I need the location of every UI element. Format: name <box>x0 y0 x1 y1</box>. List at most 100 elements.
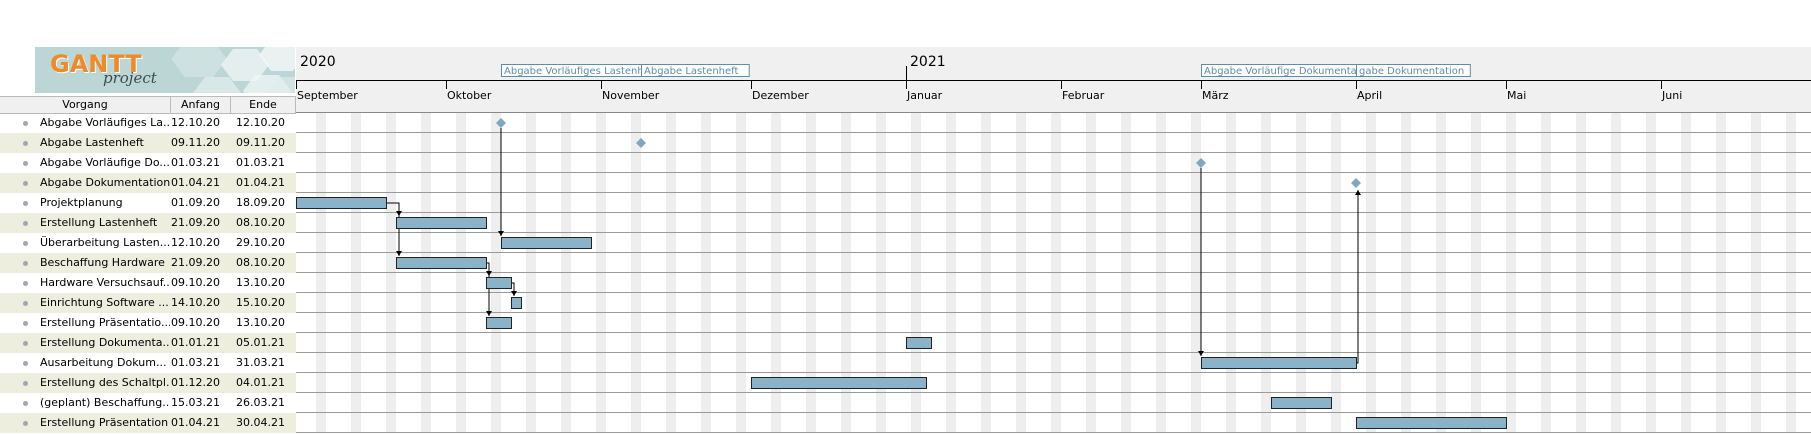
logo-hexagon-pattern <box>171 47 295 93</box>
task-bar[interactable] <box>1271 397 1332 409</box>
ganttproject-logo: GANTT project <box>35 47 295 93</box>
task-name-cell: Beschaffung Hardware <box>40 256 165 269</box>
milestone-header-label: Abgabe Lastenheft <box>644 66 738 77</box>
dependency-arrowhead-icon <box>498 231 504 236</box>
task-bullet-icon <box>23 261 28 266</box>
task-name-cell: Abgabe Vorläufiges La... <box>40 116 170 129</box>
month-label: November <box>602 89 660 102</box>
task-bullet-icon <box>23 361 28 366</box>
milestone-diamond[interactable] <box>1196 158 1206 168</box>
task-start-cell: 09.11.20 <box>171 136 220 149</box>
task-end-cell: 29.10.20 <box>236 236 285 249</box>
column-header-task[interactable]: Vorgang <box>0 97 171 113</box>
dependency-arrowhead-icon <box>486 311 492 316</box>
task-start-cell: 21.09.20 <box>171 216 220 229</box>
task-bar[interactable] <box>486 317 512 329</box>
task-bar[interactable] <box>396 257 487 269</box>
task-start-cell: 15.03.21 <box>171 396 220 409</box>
task-end-cell: 30.04.21 <box>236 416 285 429</box>
task-bullet-icon <box>23 221 28 226</box>
task-bullet-icon <box>23 141 28 146</box>
dependency-arrowhead-icon <box>396 251 402 256</box>
task-start-cell: 01.09.20 <box>171 196 220 209</box>
month-label: April <box>1357 89 1382 102</box>
month-label: Februar <box>1062 89 1105 102</box>
dependency-arrowhead-icon <box>1198 351 1204 356</box>
task-table-panel: GANTT project Vorgang Anfang Ende Abgabe… <box>0 0 296 434</box>
dependency-arrow <box>1356 190 1359 364</box>
task-bullet-icon <box>23 341 28 346</box>
task-name-cell: Abgabe Lastenheft <box>40 136 144 149</box>
logo-gantt-text: GANTT <box>50 50 142 78</box>
task-end-cell: 04.01.21 <box>236 376 285 389</box>
task-end-cell: 31.03.21 <box>236 356 285 369</box>
task-start-cell: 01.04.21 <box>171 176 220 189</box>
task-end-cell: 12.10.20 <box>236 116 285 129</box>
task-bullet-icon <box>23 381 28 386</box>
task-end-cell: 13.10.20 <box>236 316 285 329</box>
milestone-diamond[interactable] <box>496 118 506 128</box>
month-label: Mai <box>1507 89 1526 102</box>
task-name-cell: Erstellung Lastenheft <box>40 216 158 229</box>
task-bar[interactable] <box>296 197 387 209</box>
task-start-cell: 12.10.20 <box>171 116 220 129</box>
task-bar[interactable] <box>486 277 512 289</box>
dependency-arrowhead-icon <box>1355 190 1361 195</box>
task-bar[interactable] <box>1356 417 1507 429</box>
task-start-cell: 01.03.21 <box>171 156 220 169</box>
milestone-header-label: Abgabe Vorläufiges Lastenhe <box>504 66 650 77</box>
table-row[interactable]: Überarbeitung Lasten...12.10.20 29.10.20 <box>0 233 296 253</box>
task-bullet-icon <box>23 201 28 206</box>
dependency-arrow <box>386 202 400 256</box>
column-header-end[interactable]: Ende <box>231 97 296 113</box>
task-name-cell: Überarbeitung Lasten... <box>40 236 170 249</box>
dependency-arrowhead-icon <box>511 291 517 296</box>
month-label: Oktober <box>447 89 492 102</box>
task-bar[interactable] <box>1201 357 1357 369</box>
month-label: Januar <box>906 89 943 102</box>
task-start-cell: 01.01.21 <box>171 336 220 349</box>
milestone-header-label: Abgabe Vorläufige Dokumentation <box>1204 66 1376 77</box>
task-end-cell: 01.04.21 <box>236 176 285 189</box>
task-name-cell: Ausarbeitung Dokum... <box>40 356 167 369</box>
column-header-start[interactable]: Anfang <box>171 97 231 113</box>
task-start-cell: 01.12.20 <box>171 376 220 389</box>
task-bullet-icon <box>23 421 28 426</box>
task-name-cell: (geplant) Beschaffung... <box>40 396 170 409</box>
task-end-cell: 05.01.21 <box>236 336 285 349</box>
task-end-cell: 09.11.20 <box>236 136 285 149</box>
task-name-cell: Erstellung Präsentation <box>40 416 169 429</box>
task-bullet-icon <box>23 401 28 406</box>
task-bar[interactable] <box>396 217 487 229</box>
milestone-diamond[interactable] <box>1351 178 1361 188</box>
task-name-cell: Hardware Versuchsauf... <box>40 276 170 289</box>
task-bar[interactable] <box>501 237 592 249</box>
milestone-diamond[interactable] <box>636 138 646 148</box>
table-row[interactable]: Abgabe Lastenheft 09.11.20 09.11.20 <box>0 133 296 153</box>
task-bar[interactable] <box>906 337 932 349</box>
year-label: 2021 <box>910 54 946 70</box>
task-start-cell: 21.09.20 <box>171 256 220 269</box>
task-name-cell: Erstellung Präsentatio... <box>40 316 170 329</box>
task-bar[interactable] <box>751 377 927 389</box>
task-name-cell: Projektplanung <box>40 196 123 209</box>
milestone-header-box <box>1356 64 1471 77</box>
task-bar[interactable] <box>511 297 522 309</box>
task-end-cell: 01.03.21 <box>236 156 285 169</box>
task-start-cell: 12.10.20 <box>171 236 220 249</box>
